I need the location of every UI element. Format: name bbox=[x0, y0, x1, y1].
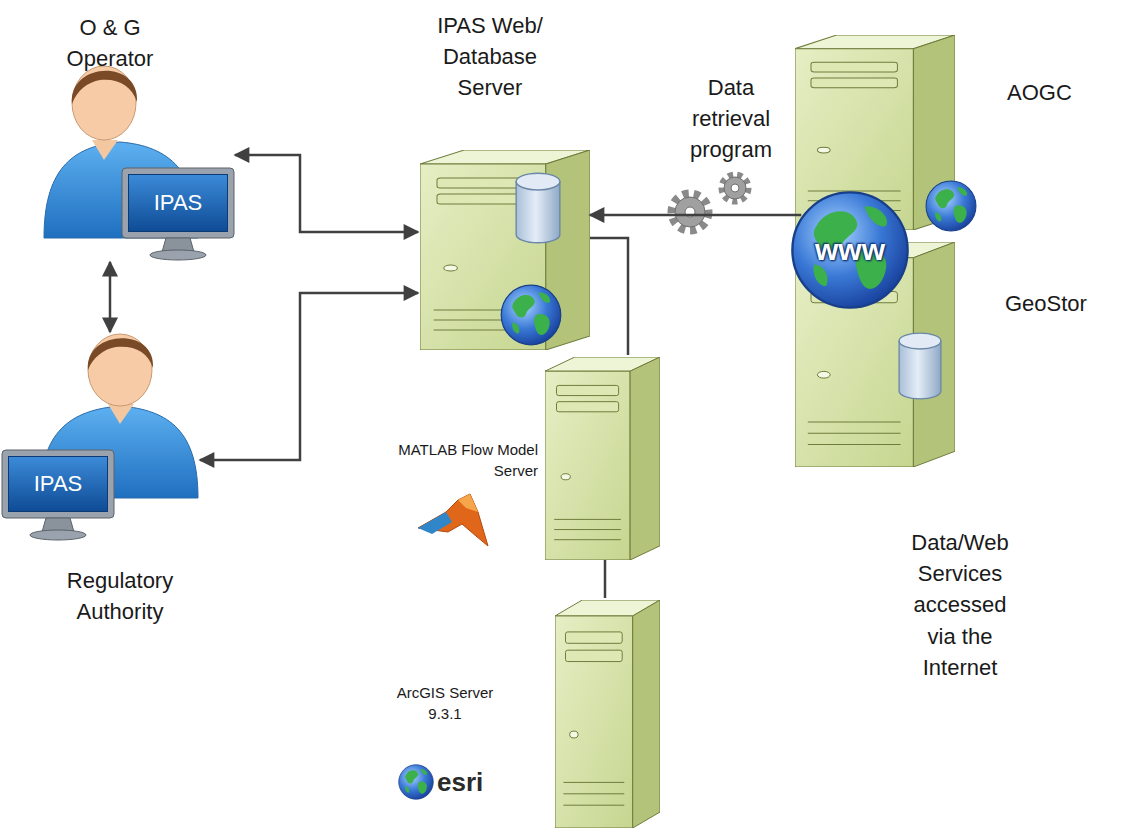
connector-arrow bbox=[109, 262, 112, 332]
connector-arrow bbox=[200, 293, 418, 460]
web-server-icon bbox=[420, 150, 590, 350]
server-node: ArcGIS Server 9.3.1 bbox=[385, 598, 660, 830]
node-text: AOGC bbox=[1007, 77, 1095, 108]
www-globe: www bbox=[790, 190, 910, 310]
server-node: GeoStor bbox=[795, 238, 1125, 468]
operator-figure bbox=[44, 66, 234, 260]
monitor-screen: IPAS bbox=[128, 174, 228, 232]
person-node: Regulatory Authority IPAS bbox=[5, 332, 200, 632]
regulator-figure bbox=[2, 334, 198, 540]
node-text: www bbox=[790, 190, 910, 310]
monitor-screen: IPAS bbox=[8, 456, 108, 512]
server-node: IPAS Web/ Database Server bbox=[418, 10, 590, 355]
note-label: Data/Web Services accessed via the Inter… bbox=[903, 527, 1017, 683]
matlab-server-icon bbox=[418, 357, 660, 560]
node-text: Regulatory Authority bbox=[50, 565, 190, 627]
connector-arrow bbox=[604, 560, 607, 598]
connector-arrow bbox=[235, 155, 418, 232]
node-text: MATLAB Flow Model Server bbox=[390, 439, 538, 482]
node-text: IPAS bbox=[129, 175, 227, 231]
gears-icon bbox=[672, 175, 748, 230]
node-text: IPAS Web/ Database Server bbox=[430, 10, 550, 104]
logo-text: esri bbox=[437, 764, 517, 801]
node-text: ArcGIS Server 9.3.1 bbox=[385, 682, 505, 725]
process-label: Data retrieval program bbox=[672, 72, 790, 166]
node-text: GeoStor bbox=[1005, 288, 1120, 319]
node-text: IPAS bbox=[9, 457, 107, 511]
connector-arrow bbox=[590, 238, 628, 355]
node-text: O & G Operator bbox=[55, 12, 165, 74]
server-node: MATLAB Flow Model Server bbox=[390, 355, 660, 560]
connector-arrow bbox=[590, 214, 801, 217]
person-node: O & G OperatorIPAS bbox=[40, 12, 235, 262]
